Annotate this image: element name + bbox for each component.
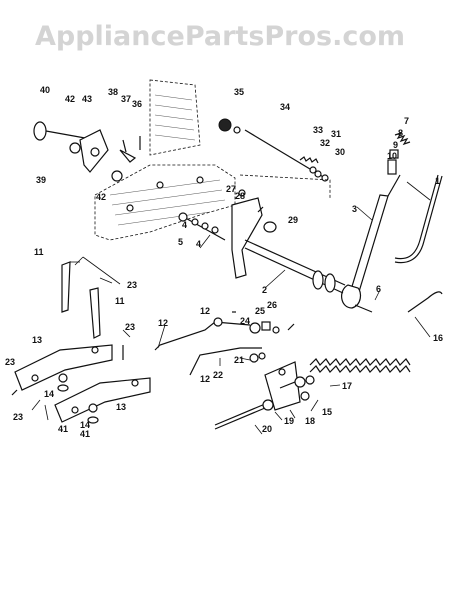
callout-31: 31 <box>331 129 341 139</box>
callout-13b: 13 <box>116 402 126 412</box>
callout-5: 5 <box>178 237 183 247</box>
callout-11b: 11 <box>115 296 125 306</box>
callout-36: 36 <box>132 99 142 109</box>
callout-41a: 41 <box>58 424 68 434</box>
callout-26: 26 <box>267 300 277 310</box>
handle-rod <box>394 174 443 264</box>
callout-4a: 4 <box>182 220 187 230</box>
lift-shaft-assembly <box>178 189 346 294</box>
adjust-rod-assembly <box>218 118 331 198</box>
callout-6: 6 <box>376 284 381 294</box>
callout-14b: 14 <box>80 420 90 430</box>
callout-39: 39 <box>36 175 46 185</box>
hanger-rods <box>61 261 101 339</box>
callout-10: 10 <box>387 151 397 161</box>
callout-32: 32 <box>320 138 330 148</box>
callout-33: 33 <box>313 125 323 135</box>
spring-16 <box>309 291 443 373</box>
callout-4b: 4 <box>196 239 201 249</box>
callout-8: 8 <box>398 128 403 138</box>
callout-14a: 14 <box>44 389 54 399</box>
callout-24: 24 <box>240 316 250 326</box>
callout-3: 3 <box>352 204 357 214</box>
callouts: 1 2 3 4 4 5 6 7 8 9 10 11 11 12 12 12 13… <box>5 85 443 439</box>
callout-37: 37 <box>121 94 131 104</box>
callout-35: 35 <box>234 87 244 97</box>
callout-30: 30 <box>335 147 345 157</box>
spring-bracket-assembly <box>214 361 315 430</box>
callout-41b: 41 <box>80 429 90 439</box>
callout-23d: 23 <box>13 412 23 422</box>
callout-27: 27 <box>226 184 236 194</box>
callout-19: 19 <box>284 416 294 426</box>
callout-34: 34 <box>280 102 290 112</box>
watermark: AppliancePartsPros.com <box>35 21 405 52</box>
lift-link-upper <box>14 344 113 392</box>
callout-16: 16 <box>433 333 443 343</box>
leader-lines <box>31 181 431 435</box>
callout-18: 18 <box>305 416 315 426</box>
callout-40: 40 <box>40 85 50 95</box>
callout-38: 38 <box>108 87 118 97</box>
callout-21: 21 <box>234 355 244 365</box>
callout-17: 17 <box>342 381 352 391</box>
handle-assembly <box>33 121 141 182</box>
link-rod-assembly <box>154 311 295 376</box>
chassis-panel <box>94 79 236 241</box>
callout-42b: 42 <box>96 192 106 202</box>
callout-12c: 12 <box>200 374 210 384</box>
callout-23a: 23 <box>127 280 137 290</box>
lift-link-lower <box>11 345 151 424</box>
callout-9: 9 <box>393 140 398 150</box>
callout-2: 2 <box>262 285 267 295</box>
callout-7: 7 <box>404 116 409 126</box>
callout-20: 20 <box>262 424 272 434</box>
callout-43: 43 <box>82 94 92 104</box>
lift-lever <box>341 131 411 313</box>
callout-25: 25 <box>255 306 265 316</box>
callout-23b: 23 <box>125 322 135 332</box>
callout-42a: 42 <box>65 94 75 104</box>
callout-12b: 12 <box>200 306 210 316</box>
callout-1: 1 <box>435 176 440 186</box>
callout-23c: 23 <box>5 357 15 367</box>
callout-11a: 11 <box>34 247 44 257</box>
callout-22: 22 <box>213 370 223 380</box>
callout-29: 29 <box>288 215 298 225</box>
callout-12a: 12 <box>158 318 168 328</box>
callout-13a: 13 <box>32 335 42 345</box>
callout-28: 28 <box>235 191 245 201</box>
callout-15: 15 <box>322 407 332 417</box>
